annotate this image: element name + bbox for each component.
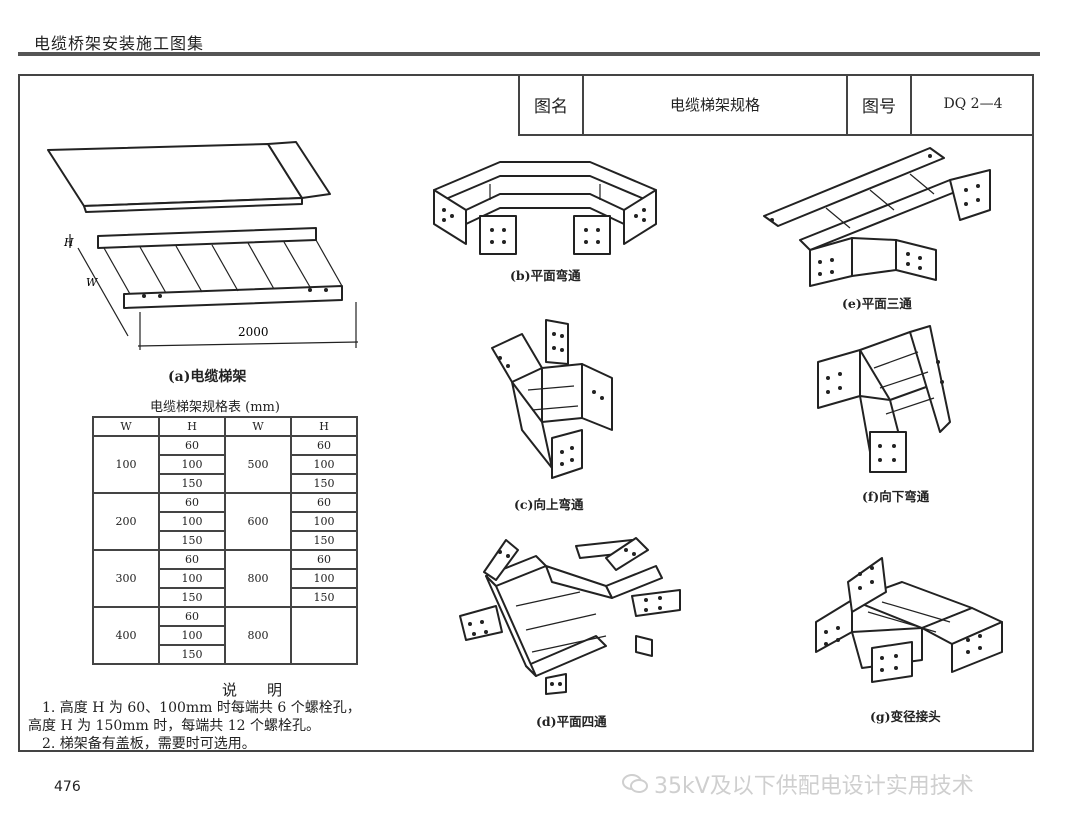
h-cell: 60 (158, 435, 226, 456)
figure-f-caption: (f)向下弯通 (862, 489, 930, 504)
figure-c-caption: (c)向上弯通 (514, 497, 584, 512)
title-block: 图名 电缆梯架规格 图号 DQ 2—4 (518, 74, 1034, 136)
note-line-3: 2. 梯架备有盖板，需要时可选用。 (42, 736, 256, 752)
watermark-text: 35kV及以下供配电设计实用技术 (654, 774, 974, 799)
header-cell: H (290, 416, 358, 437)
table-row: 100 100 (93, 454, 358, 475)
table-row: 100 (93, 625, 357, 646)
w-cell: 600 (224, 492, 292, 551)
h-cell: 60 (290, 549, 358, 570)
dimension-length-label: 2000 (238, 325, 269, 339)
watermark: 35kV及以下供配电设计实用技术 (622, 768, 974, 800)
figure-g-reducer (815, 557, 1003, 683)
figure-a-cable-ladder: H W 2000 (47, 141, 359, 350)
dimension-h-label: H (63, 236, 74, 249)
figure-e-horizontal-tee (763, 147, 991, 287)
title-block-name-label: 图名 (520, 74, 584, 134)
w-cell: 200 (92, 492, 160, 551)
h-cell: 100 (290, 568, 358, 589)
header-cell: W (224, 416, 292, 437)
figure-b-caption: (b)平面弯通 (510, 268, 581, 283)
h-cell: 150 (158, 473, 226, 494)
wechat-icon (622, 774, 648, 793)
cover-plate (47, 141, 331, 213)
h-cell: 60 (158, 492, 226, 513)
figure-f-downward-bend (817, 325, 951, 473)
spec-table-header-row: W H W H (92, 416, 358, 437)
header-rule (18, 52, 1040, 56)
empty-cell (290, 606, 358, 665)
h-cell: 60 (158, 549, 226, 570)
notes-title: 说明 (222, 681, 313, 699)
h-cell: 100 (158, 454, 226, 475)
table-row: 150 (93, 644, 357, 665)
figure-d-caption: (d)平面四通 (536, 714, 607, 729)
figure-e-caption: (e)平面三通 (842, 296, 912, 311)
dimension-w-label: W (86, 276, 99, 289)
w-cell: 100 (92, 435, 160, 494)
document-header-title: 电缆桥架安装施工图集 (34, 34, 205, 53)
ladder-tray (69, 227, 359, 350)
figure-b-horizontal-bend (433, 161, 657, 255)
h-cell: 100 (158, 568, 226, 589)
h-cell: 100 (290, 511, 358, 532)
h-cell: 150 (158, 644, 226, 665)
title-block-number-value: DQ 2—4 (943, 96, 1003, 112)
title-block-number-label: 图号 (848, 74, 912, 134)
h-cell: 150 (290, 530, 358, 551)
h-cell: 150 (290, 587, 358, 608)
spec-table-title: 电缆梯架规格表 (mm) (150, 400, 280, 415)
h-cell: 60 (290, 435, 358, 456)
note-line-2: 高度 H 为 150mm 时，每端共 12 个螺栓孔。 (28, 718, 320, 734)
h-cell: 150 (158, 587, 226, 608)
table-row: 150 150 (93, 473, 358, 494)
page-number: 476 (54, 779, 81, 795)
h-cell: 150 (290, 473, 358, 494)
h-cell: 60 (158, 606, 226, 627)
w-cell: 400 (92, 606, 160, 665)
figure-d-horizontal-cross (459, 537, 681, 695)
header-cell: H (158, 416, 226, 437)
figure-c-upward-bend (491, 319, 613, 479)
h-cell: 100 (290, 454, 358, 475)
w-cell: 800 (224, 549, 292, 608)
h-cell: 100 (158, 625, 226, 646)
h-cell: 100 (158, 511, 226, 532)
table-row: 100 100 (93, 511, 358, 532)
table-row: 150 150 (93, 587, 358, 608)
figure-a-caption: (a)电缆梯架 (168, 369, 247, 385)
header-cell: W (92, 416, 160, 437)
table-row: 100 100 (93, 568, 358, 589)
note-line-1: 1. 高度 H 为 60、100mm 时每端共 6 个螺栓孔， (42, 700, 361, 716)
h-cell: 150 (158, 530, 226, 551)
drawing-frame (18, 74, 1034, 752)
w-cell: 500 (224, 435, 292, 494)
table-row: 150 150 (93, 530, 358, 551)
h-cell: 60 (290, 492, 358, 513)
w-cell: 300 (92, 549, 160, 608)
figure-g-caption: (g)变径接头 (870, 709, 941, 724)
title-block-name-value: 电缆梯架规格 (584, 74, 848, 134)
w-cell: 800 (224, 606, 292, 665)
